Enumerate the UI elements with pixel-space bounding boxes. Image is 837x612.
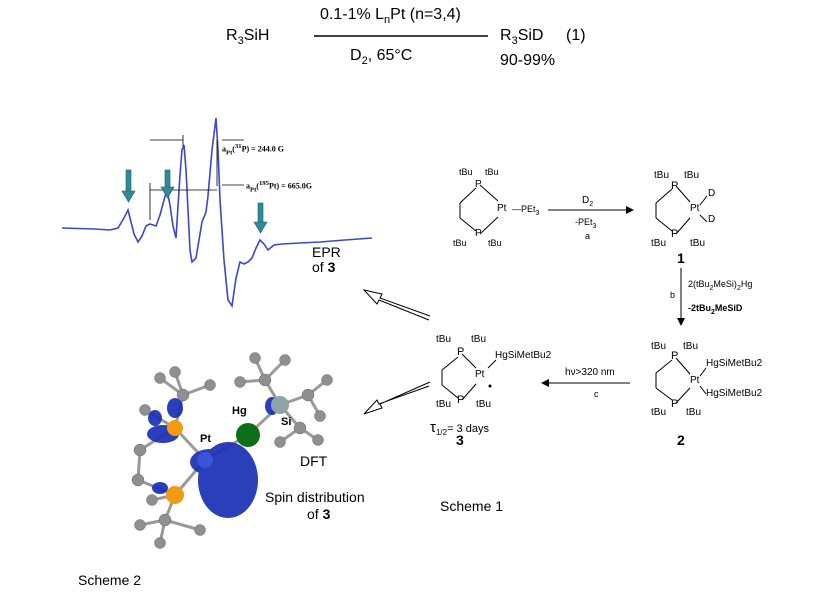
step-c-condition: hν>320 nm [565, 367, 615, 378]
start-tbu-4: tBu [488, 238, 502, 248]
compound-1-label: 1 [677, 250, 685, 266]
step-b-byproduct: -2tBu2MeSiD [688, 303, 743, 316]
start-tbu-3: tBu [453, 238, 467, 248]
c3-p-bottom: P [457, 394, 465, 406]
c2-p-top: P [671, 350, 679, 362]
epr-label-of: of 3 [312, 259, 336, 275]
scheme-1-label: Scheme 1 [440, 498, 504, 514]
c1-tbu-3: tBu [651, 238, 667, 249]
equation-conditions-bottom: D2, 65°C [350, 47, 413, 68]
c1-d-top: D [708, 188, 716, 199]
start-pt: Pt [497, 203, 507, 214]
c3-tbu-1: tBu [436, 334, 452, 345]
c2-hgsi-top: HgSiMetBu2 [706, 358, 763, 369]
mercury-atom [236, 423, 260, 447]
c2-hgsi-bottom: HgSiMetBu2 [706, 388, 763, 399]
c1-tbu-2: tBu [684, 170, 700, 181]
epr-coupling-pt: aPt(195Pt) = 665.0G [246, 180, 312, 194]
equation-product: R3SiD [500, 27, 544, 48]
start-tbu-2: tBu [485, 167, 499, 177]
spin-distribution-label: Spin distribution [265, 489, 365, 505]
phosphorus-atom-top [167, 420, 183, 436]
atom-label-pt: Pt [200, 433, 211, 445]
spin-distribution-of: of 3 [307, 506, 331, 522]
step-b-letter: b [670, 290, 676, 300]
atom-label-si: Si [281, 416, 292, 428]
step-b-reagent: 2(tBu2MeSi)2Hg [688, 279, 753, 292]
c2-tbu-4: tBu [686, 407, 702, 418]
c3-hgsi: HgSiMetBu2 [495, 350, 552, 361]
start-p-top: P [475, 179, 482, 190]
step-a-reagent: D2 [582, 195, 594, 208]
c2-tbu-1: tBu [651, 341, 667, 352]
c1-tbu-1: tBu [654, 170, 670, 181]
atom-label-hg: Hg [232, 405, 247, 417]
c3-pt: Pt [475, 369, 485, 380]
epr-arrow-2 [160, 169, 175, 199]
epr-coupling-p: aPt(31P) = 244.0 G [222, 143, 284, 157]
step-c-letter: c [594, 389, 599, 399]
equation-conditions-top: 0.1-1% LnPt (n=3,4) [320, 6, 461, 27]
phosphorus-atom-bottom [166, 486, 184, 504]
equation-reactant: R3SiH [226, 27, 270, 48]
c1-p-top: P [671, 180, 679, 192]
c3-tbu-3: tBu [436, 399, 452, 410]
compound-2-label: 2 [677, 432, 685, 448]
epr-arrow-3 [253, 202, 268, 234]
epr-trace [61, 117, 373, 309]
scheme-2-label: Scheme 2 [78, 572, 142, 588]
epr-label: EPR [312, 244, 341, 260]
start-tbu-1: tBu [459, 167, 473, 177]
epr-arrow-1 [121, 169, 136, 203]
step-a-byproduct: -PEt3 [575, 217, 597, 230]
compound-3-label: 3 [456, 432, 464, 448]
c3-p-top: P [457, 346, 465, 358]
platinum-atom [197, 452, 213, 468]
c2-tbu-2: tBu [683, 341, 699, 352]
start-p-bottom: P [475, 228, 482, 239]
c1-p-bottom: P [671, 228, 679, 240]
c3-tbu-4: tBu [476, 399, 492, 410]
c3-tbu-2: tBu [471, 334, 487, 345]
half-life: τ1/2= 3 days [430, 419, 489, 438]
dft-label: DFT [300, 453, 328, 469]
equation-yield: 90-99% [500, 52, 556, 69]
start-pet3: —PEt3 [512, 204, 540, 217]
c1-tbu-4: tBu [690, 238, 706, 249]
c2-tbu-3: tBu [651, 407, 667, 418]
equation-number: (1) [566, 27, 586, 44]
c1-d-bottom: D [708, 214, 716, 225]
c1-pt: Pt [690, 203, 700, 214]
silicon-atom [271, 396, 289, 414]
step-a-letter: a [585, 231, 591, 241]
c2-p-bottom: P [671, 398, 679, 410]
c2-pt: Pt [690, 375, 700, 386]
